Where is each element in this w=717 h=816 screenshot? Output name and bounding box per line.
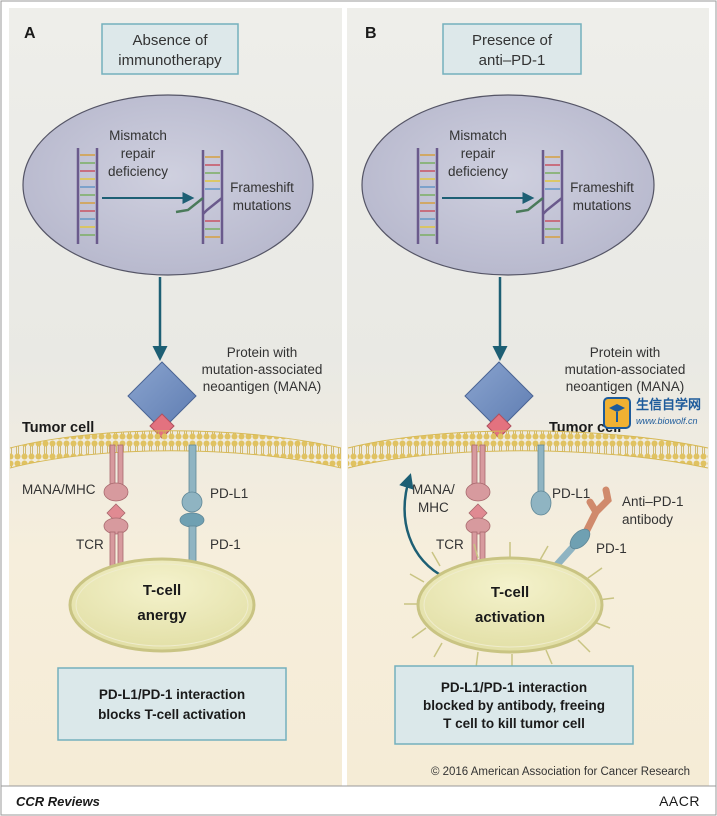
panel-a: A Absence of immunotherapy <box>9 8 342 786</box>
panel-a-tumor-cell-label: Tumor cell <box>22 420 94 436</box>
panel-b-result-line1: PD-L1/PD-1 interaction <box>441 680 587 695</box>
panel-b-dna-left <box>416 148 439 244</box>
panel-b-fs-line1: Frameshift <box>570 180 634 195</box>
panel-b-title-box <box>442 23 582 75</box>
panel-b-t-cell <box>404 542 615 670</box>
panel-b-tcell-line1: T-cell <box>491 584 529 601</box>
panel-a-fs-line1: Frameshift <box>230 180 294 195</box>
panel-a-pdl1-label: PD-L1 <box>210 486 248 501</box>
panel-b-tcell-line2: activation <box>475 609 545 626</box>
panel-b-protein-line1: Protein with <box>590 345 661 360</box>
panel-b-result-line2: blocked by antibody, freeing <box>423 698 605 713</box>
panel-b-fs-line2: mutations <box>573 198 632 213</box>
panel-a-result-box <box>57 667 287 741</box>
panel-b: B Presence of anti–PD-1 <box>347 8 709 786</box>
panel-a-protein-line1: Protein with <box>227 345 298 360</box>
copyright-text: © 2016 American Association for Cancer R… <box>431 766 690 778</box>
panel-a-pd1-label: PD-1 <box>210 537 241 552</box>
watermark-title: 生信自学网 <box>636 397 701 413</box>
panel-a-mmr-line3: deficiency <box>108 164 168 179</box>
watermark-url: www.biowolf.cn <box>636 416 698 426</box>
panel-b-tcr-label: TCR <box>436 537 464 552</box>
panel-b-dna-right <box>515 150 564 244</box>
panel-b-antibody-line1: Anti–PD-1 <box>622 494 684 509</box>
panel-a-title-line1: Absence of <box>132 32 208 49</box>
panel-a-tcell-line1: T-cell <box>143 582 181 599</box>
panel-b-anti-pd1-antibody <box>583 486 612 534</box>
watermark: 生信自学网 www.biowolf.cn <box>603 397 701 429</box>
panel-a-protein-line3: neoantigen (MANA) <box>203 379 322 394</box>
panel-b-mana-line1: MANA/ <box>412 482 455 497</box>
panel-a-tumor-membrane <box>10 430 341 468</box>
panel-b-protein-line3: neoantigen (MANA) <box>566 379 685 394</box>
panel-b-mmr-line1: Mismatch <box>449 128 507 143</box>
panel-a-mana-mhc-complex <box>103 444 129 569</box>
panel-a-mmr-line1: Mismatch <box>109 128 167 143</box>
panel-b-letter: B <box>365 25 377 42</box>
footer-journal: CCR Reviews <box>16 794 100 809</box>
panel-a-result-line1: PD-L1/PD-1 interaction <box>99 687 245 702</box>
panel-a-dna-left <box>76 148 99 244</box>
panel-b-title-line1: Presence of <box>472 32 553 49</box>
panel-a-letter: A <box>24 25 36 42</box>
panel-a-nucleus <box>22 94 314 276</box>
panel-a-mmr-line2: repair <box>121 146 156 161</box>
panel-b-title-line2: anti–PD-1 <box>479 52 546 69</box>
panel-b-mana-line2: MHC <box>418 500 449 515</box>
panel-b-mana-mhc-complex <box>465 444 491 569</box>
panel-b-pdl1 <box>530 444 552 516</box>
panel-b-pd1-label: PD-1 <box>596 541 627 556</box>
panel-b-mmr-line3: deficiency <box>448 164 508 179</box>
panel-b-antibody-line2: antibody <box>622 512 673 527</box>
panel-b-result-box <box>394 665 634 745</box>
panel-b-tumor-membrane <box>348 430 708 468</box>
panel-b-result-line3: T cell to kill tumor cell <box>443 716 585 731</box>
panel-a-t-cell <box>68 557 256 653</box>
panel-a-fs-line2: mutations <box>233 198 292 213</box>
panel-a-tcell-line2: anergy <box>137 607 187 624</box>
panel-a-result-line2: blocks T-cell activation <box>98 707 246 722</box>
panel-a-tcr-label: TCR <box>76 537 104 552</box>
panel-b-pdl1-label: PD-L1 <box>552 486 590 501</box>
panel-a-mana-mhc-label: MANA/MHC <box>22 482 96 497</box>
footer-aacr-logo: AACR <box>659 793 700 809</box>
panel-a-title-box <box>101 23 239 75</box>
panel-a-pdl1-pd1-complex <box>179 444 205 569</box>
panel-a-title-line2: immunotherapy <box>118 52 222 69</box>
panel-a-dna-right <box>175 150 224 244</box>
panel-b-nucleus <box>361 94 655 276</box>
panel-b-protein-line2: mutation-associated <box>565 362 686 377</box>
panel-b-mmr-line2: repair <box>461 146 496 161</box>
panel-b-activation-arrow <box>399 473 447 580</box>
book-icon <box>603 397 631 429</box>
panel-a-protein-line2: mutation-associated <box>202 362 323 377</box>
